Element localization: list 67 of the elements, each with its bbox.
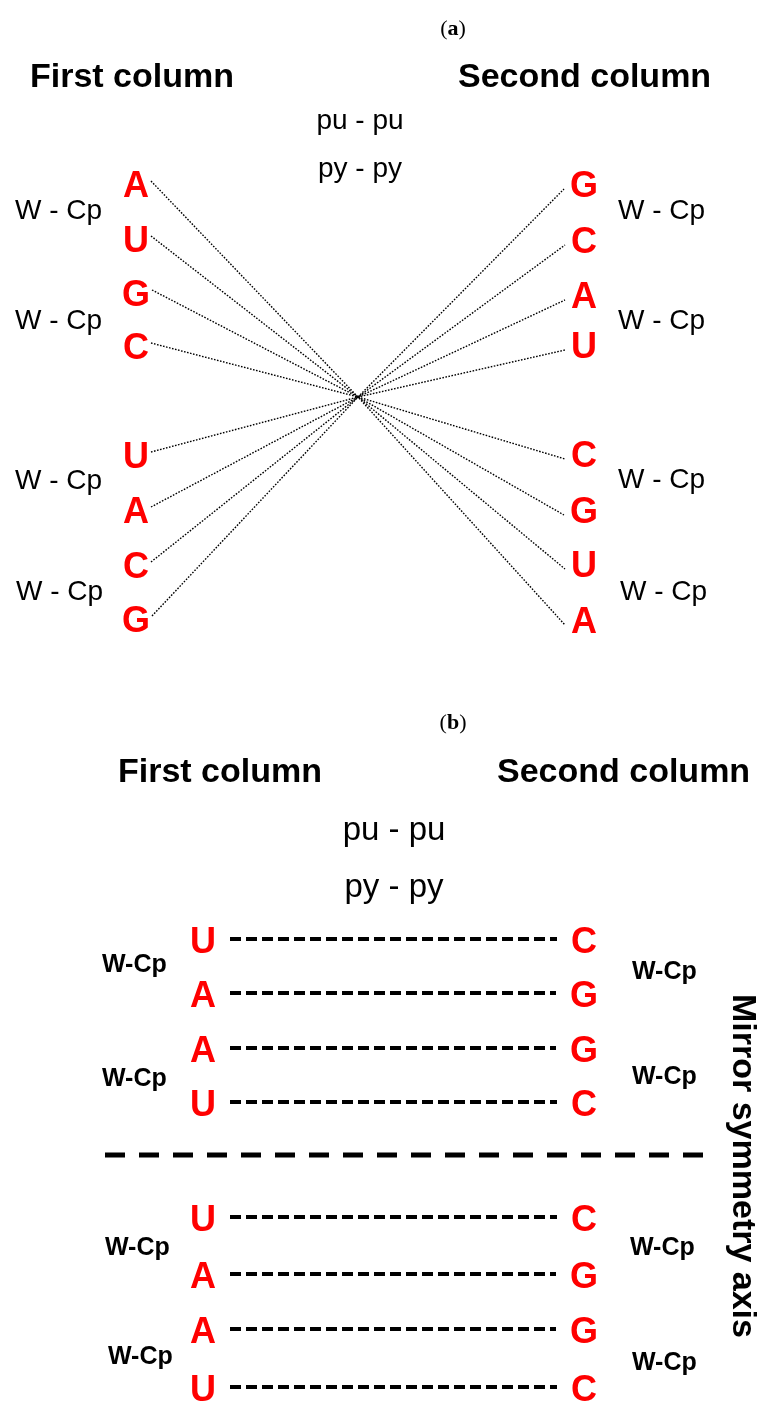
dashed-line [230, 1100, 557, 1104]
pairing-label: W-Cp [102, 1064, 167, 1090]
pairing-label: W-Cp [108, 1342, 173, 1368]
nucleotide-letter: G [570, 1258, 598, 1294]
pairing-label: W - Cp [618, 306, 706, 334]
nucleotide-letter: A [571, 278, 597, 314]
dashed-line [230, 1272, 556, 1276]
nucleotide-letter: A [190, 1032, 216, 1068]
nucleotide-letter: C [571, 923, 597, 959]
nucleotide-letter: C [571, 223, 597, 259]
pairing-label: W-Cp [630, 1233, 695, 1259]
pairing-label: W - Cp [16, 577, 104, 605]
column-heading: First column [118, 753, 323, 787]
nucleotide-letter: A [190, 977, 216, 1013]
nucleotide-letter: A [190, 1258, 216, 1294]
nucleotide-letter: A [571, 603, 597, 639]
pairing-label: W - Cp [618, 196, 706, 224]
dashed-line [230, 1385, 557, 1389]
axis-label: Mirror symmetry axis [728, 994, 762, 1338]
pairing-label: W - Cp [618, 465, 706, 493]
nucleotide-letter: A [123, 167, 149, 203]
nucleotide-letter: U [190, 1201, 216, 1237]
dashed-line [230, 991, 556, 995]
nucleotide-letter: A [190, 1313, 216, 1349]
nucleotide-letter: G [122, 276, 150, 312]
pairing-type-label: pu - pu [342, 811, 446, 845]
nucleotide-letter: C [123, 548, 149, 584]
nucleotide-letter: C [571, 1086, 597, 1122]
nucleotide-letter: U [190, 923, 216, 959]
nucleotide-letter: G [122, 602, 150, 638]
nucleotide-letter: G [570, 1032, 598, 1068]
pairing-label: W - Cp [15, 306, 103, 334]
nucleotide-letter: U [190, 1371, 216, 1407]
pairing-label: W-Cp [632, 957, 697, 983]
pairing-label: W-Cp [105, 1233, 170, 1259]
pairing-label: W-Cp [632, 1348, 697, 1374]
pairing-type-label: py - py [318, 154, 402, 182]
nucleotide-letter: C [571, 1201, 597, 1237]
nucleotide-letter: U [123, 438, 149, 474]
nucleotide-letter: G [570, 1313, 598, 1349]
column-heading: Second column [497, 753, 751, 787]
nucleotide-letter: G [570, 977, 598, 1013]
dashed-line [230, 1327, 556, 1331]
nucleotide-letter: U [123, 222, 149, 258]
nucleotide-letter: G [570, 167, 598, 203]
nucleotide-letter: C [571, 437, 597, 473]
dashed-line [230, 1046, 556, 1050]
pairing-type-label: py - py [344, 868, 444, 902]
pairing-label: W - Cp [15, 466, 103, 494]
pairing-label: W-Cp [102, 950, 167, 976]
column-heading: First column [30, 58, 235, 92]
nucleotide-letter: A [123, 493, 149, 529]
panel-label: (b) [439, 711, 467, 733]
pairing-label: W - Cp [15, 196, 103, 224]
pairing-label: W - Cp [620, 577, 708, 605]
nucleotide-letter: U [571, 547, 597, 583]
pairing-label: W-Cp [632, 1062, 697, 1088]
dashed-line [230, 937, 557, 941]
dashed-line [230, 1215, 557, 1219]
nucleotide-letter: C [123, 329, 149, 365]
nucleotide-letter: U [190, 1086, 216, 1122]
column-heading: Second column [458, 58, 712, 92]
nucleotide-letter: G [570, 493, 598, 529]
nucleotide-letter: U [571, 328, 597, 364]
panel-label: (a) [440, 17, 466, 39]
pairing-type-label: pu - pu [316, 106, 404, 134]
nucleotide-letter: C [571, 1371, 597, 1407]
